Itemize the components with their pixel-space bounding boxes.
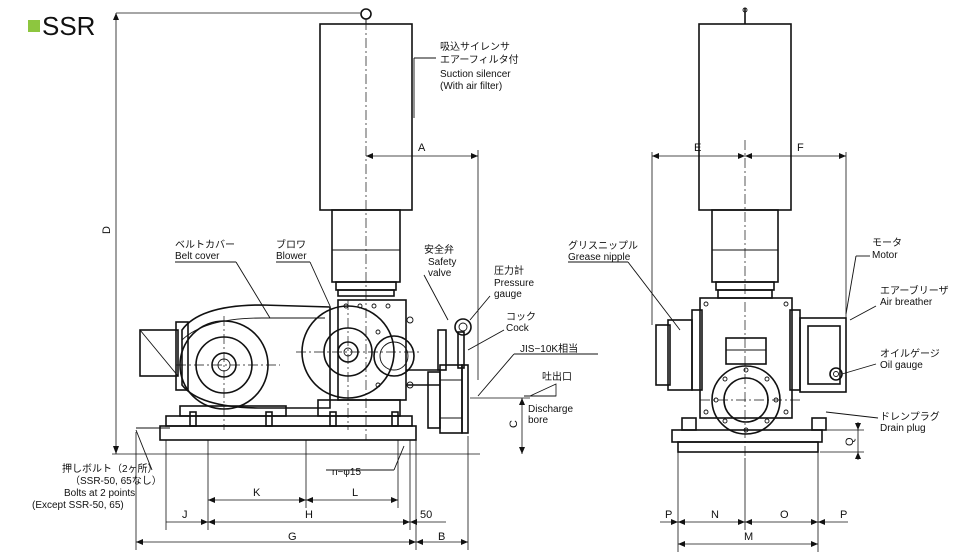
suction-silencer-callout: 吸込サイレンサ エアーフィルタ付 Suction silencer (With …	[440, 41, 519, 92]
side-leaders	[135, 57, 598, 471]
cock-callout: コック Cock	[506, 311, 536, 334]
page-title: SSR	[42, 11, 96, 41]
svg-text:Belt cover: Belt cover	[175, 251, 220, 262]
svg-text:吸込サイレンサ: 吸込サイレンサ	[440, 41, 510, 53]
dimension-labels: A D C K L J H 50 G B E F Q P N O P M	[101, 142, 856, 543]
svg-text:押しボルト（2ヶ所）: 押しボルト（2ヶ所）	[62, 462, 158, 475]
svg-text:ベルトカバー: ベルトカバー	[175, 239, 235, 251]
front-view	[655, 7, 847, 458]
dim-J: J	[182, 509, 188, 521]
front-dimensions	[651, 152, 864, 552]
holes-note: n−φ15	[332, 467, 361, 478]
dim-P-right: P	[840, 509, 847, 521]
svg-text:グリスニップル: グリスニップル	[568, 239, 638, 252]
title-marker	[28, 20, 40, 32]
side-dimensions	[112, 13, 530, 550]
svg-text:（SSR-50, 65なし）: （SSR-50, 65なし）	[70, 475, 162, 487]
svg-text:Oil gauge: Oil gauge	[880, 360, 923, 371]
drain-plug-callout: ドレンプラグ Drain plug	[880, 410, 940, 434]
svg-text:圧力計: 圧力計	[494, 264, 524, 277]
grease-nipple-callout: グリスニップル Grease nipple	[568, 239, 638, 263]
dim-C: C	[508, 420, 520, 428]
discharge-callout: 吐出口 Discharge bore	[528, 370, 573, 426]
dim-F: F	[797, 142, 804, 154]
svg-text:Safety: Safety	[428, 257, 456, 268]
dim-Q: Q	[844, 437, 856, 446]
svg-text:Suction silencer: Suction silencer	[440, 69, 511, 80]
svg-text:モータ: モータ	[872, 237, 902, 249]
dim-O: O	[780, 509, 789, 521]
svg-text:エアーブリーザ: エアーブリーザ	[880, 284, 949, 297]
svg-text:JIS−10K相当: JIS−10K相当	[520, 342, 578, 355]
safety-valve-callout: 安全弁 Safety valve	[424, 243, 456, 279]
pressure-gauge-callout: 圧力計 Pressure gauge	[494, 264, 534, 300]
dim-M: M	[744, 531, 753, 543]
motor-callout: モータ Motor	[872, 237, 902, 261]
svg-text:エアーフィルタ付: エアーフィルタ付	[440, 53, 519, 66]
svg-text:valve: valve	[428, 268, 452, 279]
dim-N: N	[711, 509, 719, 521]
svg-text:Grease nipple: Grease nipple	[568, 252, 631, 263]
dim-L: L	[352, 487, 358, 499]
dim-50: 50	[420, 509, 432, 521]
svg-text:Drain plug: Drain plug	[880, 423, 926, 434]
svg-text:Bolts at 2 points: Bolts at 2 points	[64, 488, 135, 499]
dim-P-left: P	[665, 509, 672, 521]
svg-text:Motor: Motor	[872, 250, 898, 261]
svg-text:コック: コック	[506, 311, 536, 323]
svg-text:Discharge: Discharge	[528, 404, 573, 415]
svg-text:Cock: Cock	[506, 323, 530, 334]
air-breather-callout: エアーブリーザ Air breather	[880, 284, 949, 308]
dim-H: H	[305, 509, 313, 521]
svg-text:吐出口: 吐出口	[542, 370, 572, 383]
svg-text:(With air filter): (With air filter)	[440, 81, 502, 92]
svg-text:オイルゲージ: オイルゲージ	[880, 348, 940, 360]
svg-text:bore: bore	[528, 415, 548, 426]
jis-callout: JIS−10K相当	[520, 342, 578, 355]
svg-text:ドレンプラグ: ドレンプラグ	[880, 410, 940, 423]
dim-K: K	[253, 487, 261, 499]
belt-cover-callout: ベルトカバー Belt cover	[175, 239, 235, 262]
svg-text:(Except SSR-50, 65): (Except SSR-50, 65)	[32, 500, 124, 511]
dim-B: B	[438, 531, 445, 543]
svg-text:Pressure: Pressure	[494, 278, 534, 289]
svg-text:Air breather: Air breather	[880, 297, 933, 308]
svg-text:安全弁: 安全弁	[424, 243, 454, 256]
dim-D: D	[101, 226, 113, 234]
svg-text:ブロワ: ブロワ	[276, 238, 306, 251]
front-leaders	[568, 255, 879, 419]
dim-A: A	[418, 142, 426, 154]
svg-text:Blower: Blower	[276, 251, 307, 262]
dim-E: E	[694, 142, 701, 154]
svg-text:gauge: gauge	[494, 289, 522, 300]
dim-G: G	[288, 531, 297, 543]
push-bolts-callout: 押しボルト（2ヶ所） （SSR-50, 65なし） Bolts at 2 poi…	[32, 462, 162, 511]
side-view	[116, 8, 472, 441]
blower-callout: ブロワ Blower	[276, 238, 307, 262]
oil-gauge-callout: オイルゲージ Oil gauge	[880, 348, 940, 371]
